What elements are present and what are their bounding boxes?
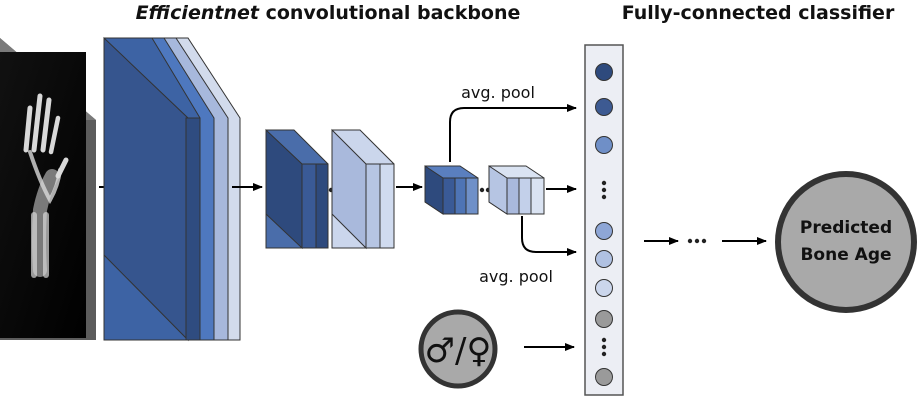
- block-4-edge-b: [454, 177, 467, 215]
- fc-node-2: [595, 98, 613, 116]
- fc-layer-box: [584, 44, 624, 396]
- slab-1-layer-1-edge: [185, 117, 201, 341]
- fc-node-8: [595, 368, 613, 386]
- output-label-line-1: Predicted: [800, 218, 892, 238]
- block-3-edge-b: [379, 163, 395, 249]
- block-3-edge-a: [365, 163, 381, 249]
- block-5-edge-b: [518, 177, 532, 215]
- input-xray-image: [0, 38, 96, 340]
- output-node: Predicted Bone Age: [775, 171, 917, 313]
- fc-node-5: [595, 250, 613, 268]
- avg-pool-label-top: avg. pool: [461, 83, 535, 102]
- classifier-title: Fully-connected classifier: [622, 2, 895, 24]
- backbone-block-5: [488, 165, 545, 215]
- fc-node-4: [595, 222, 613, 240]
- fc-layer-column: [584, 44, 624, 396]
- block-4-edge-a: [442, 177, 456, 215]
- arrow-avg-pool-top: [449, 104, 577, 162]
- output-circle: [775, 171, 917, 313]
- fc-node-6: [595, 279, 613, 297]
- backbone-block-4: [424, 165, 479, 215]
- fc-node-7: [595, 310, 613, 328]
- avg-pool-label-bottom: avg. pool: [479, 267, 553, 286]
- block-5-edge-c: [530, 177, 545, 215]
- fc-node-1: [595, 63, 613, 81]
- backbone-block-1: [103, 36, 241, 342]
- arrow-avg-pool-bottom: [521, 216, 577, 256]
- male-female-icon: ♂/♀: [425, 331, 492, 371]
- block-4-edge-c: [465, 177, 479, 215]
- backbone-title: Efficientnet convolutional backbone: [136, 2, 521, 24]
- block-2-edge-b: [315, 163, 329, 249]
- vertical-ellipsis-icon: [601, 180, 607, 200]
- backbone-block-2: [265, 128, 329, 250]
- output-label-line-2: Bone Age: [800, 245, 891, 265]
- block-5-edge-a: [506, 177, 520, 215]
- fc-node-3: [595, 136, 613, 154]
- sex-input-circle: [418, 309, 498, 389]
- ellipsis-icon: [687, 238, 707, 244]
- block-2-edge-a: [301, 163, 317, 249]
- vertical-ellipsis-icon: [601, 337, 607, 357]
- hand-xray-icon: [23, 93, 69, 278]
- sex-input: ♂/♀: [418, 309, 498, 389]
- backbone-block-3: [331, 128, 395, 250]
